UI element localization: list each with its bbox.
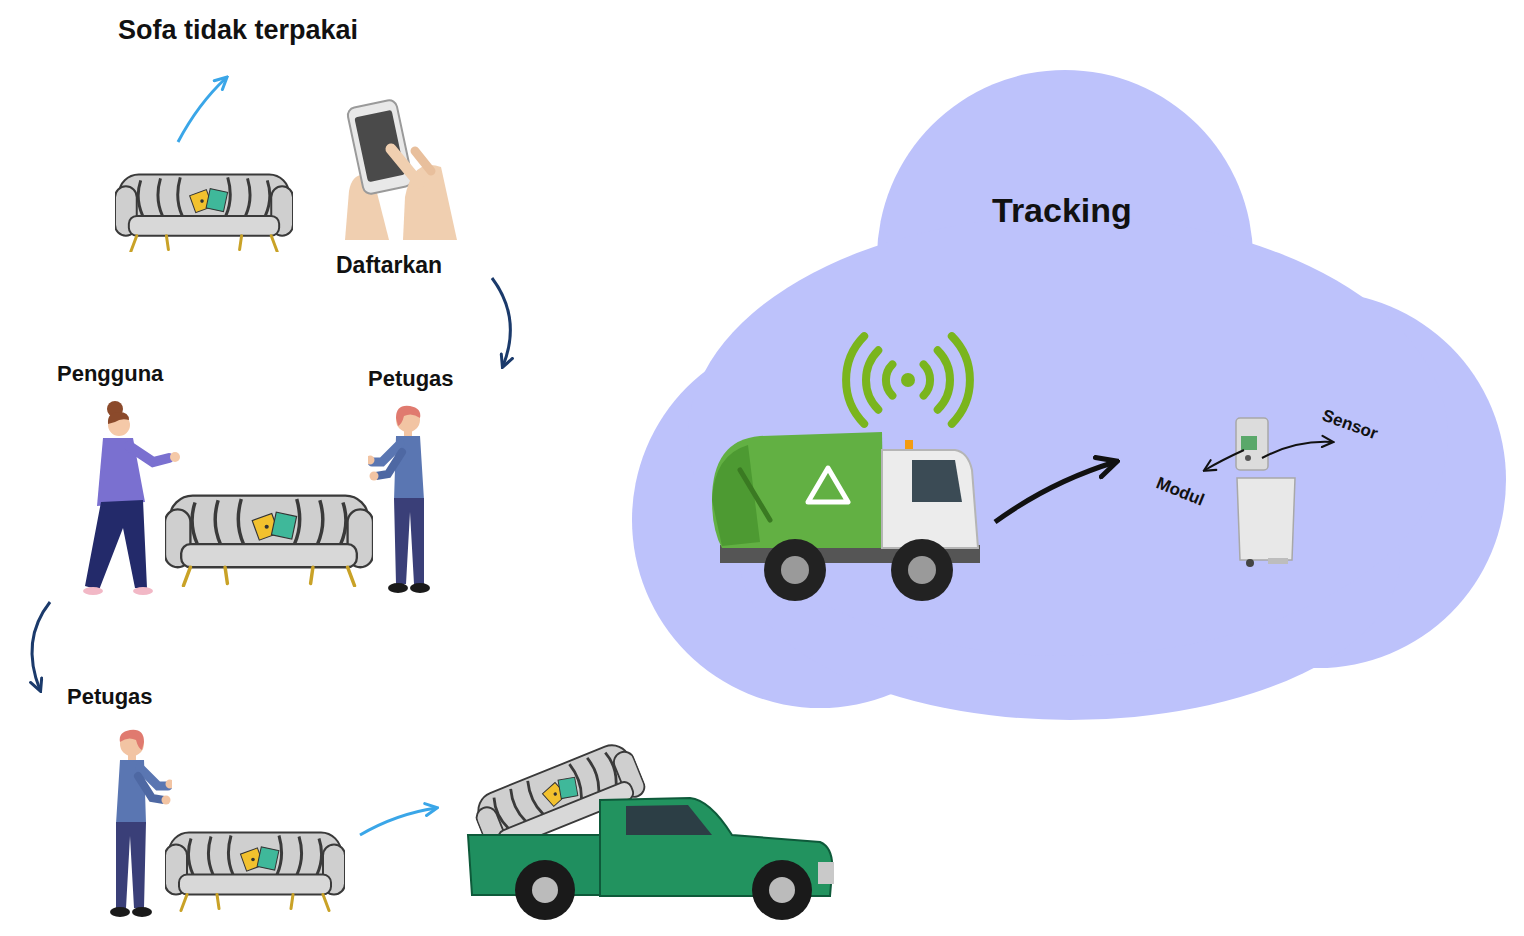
person-label: Petugas — [67, 684, 153, 710]
region-title: Tracking — [992, 190, 1132, 231]
tracking-cloud: Tracking — [628, 66, 1510, 722]
step-label: Daftarkan — [336, 252, 442, 280]
person-label: Pengguna — [57, 361, 163, 387]
cloud-shape — [628, 66, 1510, 722]
caption-label: Sofa tidak terpakai — [118, 14, 358, 46]
person-label: Petugas — [368, 366, 454, 392]
